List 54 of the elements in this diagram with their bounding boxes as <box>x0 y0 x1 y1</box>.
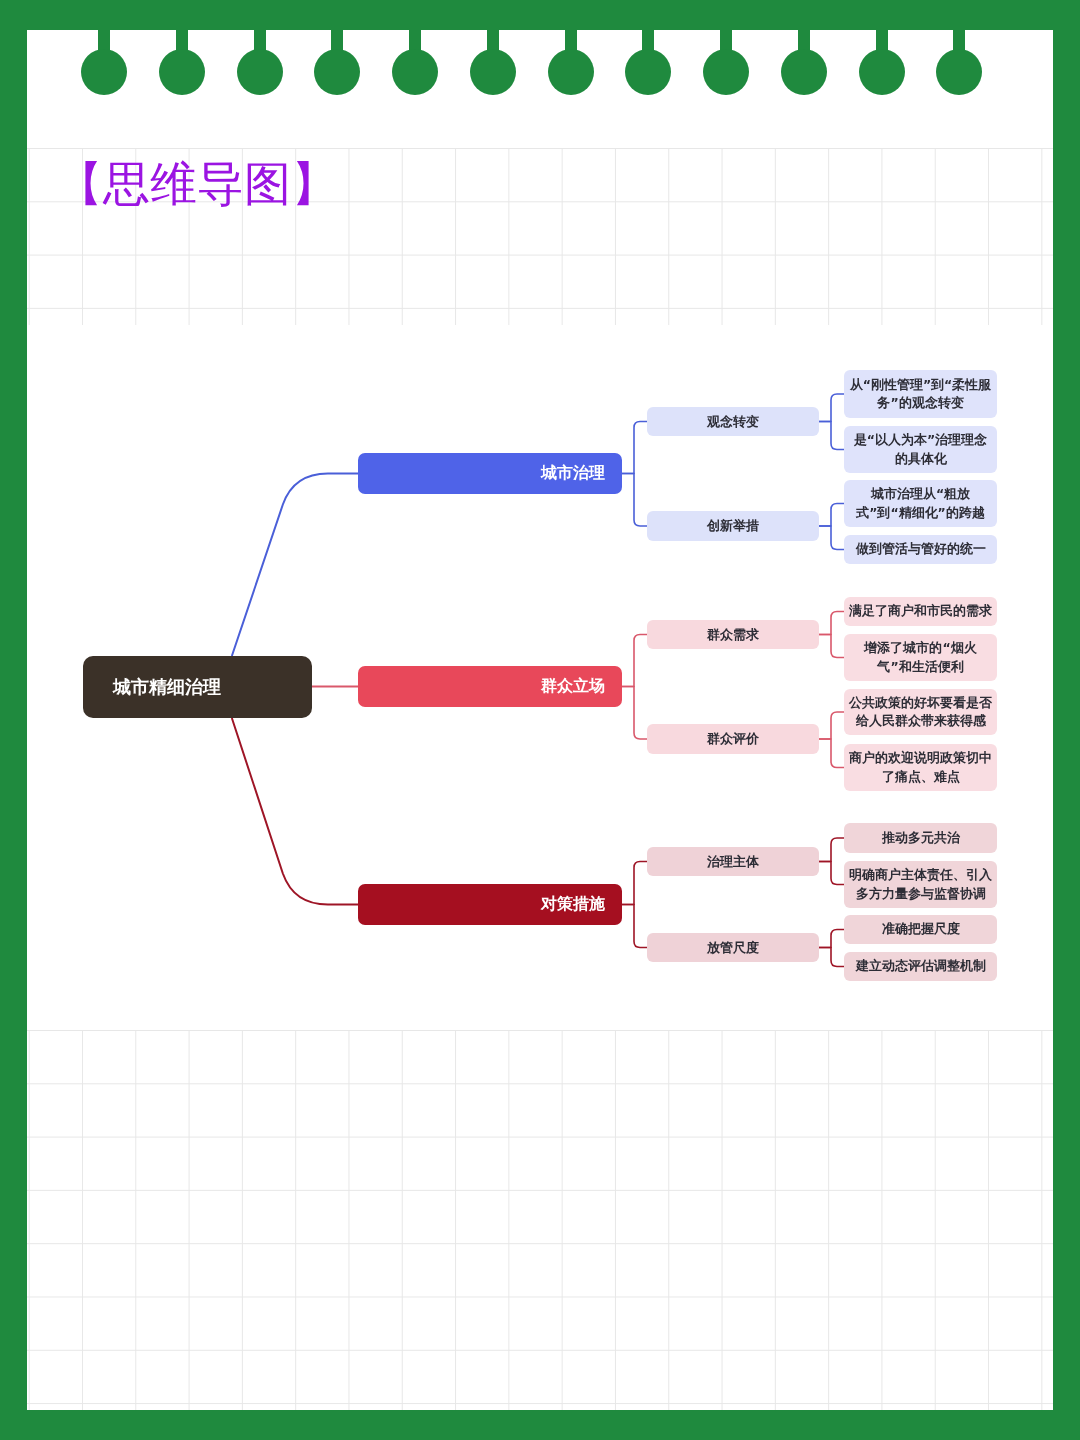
topic-text: 商户的欢迎说明政策切中了痛点、难点 <box>849 749 992 786</box>
connector-line <box>621 472 648 527</box>
connector-line <box>621 685 648 740</box>
detail-topic <box>844 915 997 944</box>
detail-topic <box>844 480 997 527</box>
detail-topic <box>844 952 997 981</box>
topic-text: 做到管活与管好的统一 <box>855 540 986 559</box>
topic-text: 城市治理 <box>541 463 605 484</box>
topic-text: 放管尺度 <box>707 938 759 957</box>
connector-line <box>818 633 845 659</box>
subtopic <box>647 407 819 436</box>
connector-line <box>621 903 648 949</box>
topic-text: 创新举措 <box>707 517 759 535</box>
root-topic <box>83 656 312 718</box>
detail-topic <box>844 597 997 626</box>
subtopic <box>647 847 819 876</box>
connector-line <box>230 472 359 657</box>
detail-topic <box>844 634 997 681</box>
topic-text: 增添了城市的“烟火气”和生活便利 <box>862 639 978 676</box>
topic-text: 群众立场 <box>541 676 605 697</box>
topic-text: 从“刚性管理”到“柔性服务”的观念转变 <box>849 375 992 412</box>
topic-text: 群众需求 <box>707 625 759 644</box>
detail-topic <box>844 426 997 473</box>
topic-text: 明确商户主体责任、引入多方力量参与监督协调 <box>849 866 992 903</box>
subtopic <box>647 933 819 962</box>
detail-topic <box>844 823 997 853</box>
connector-line <box>311 685 359 688</box>
connector-line <box>818 525 845 551</box>
topic-text: 城市治理从“粗放式”到“精细化”的跨越 <box>855 485 986 522</box>
main-topic <box>358 666 622 707</box>
topic-text: 群众评价 <box>707 730 759 748</box>
topic-text: 观念转变 <box>707 412 759 431</box>
connector-line <box>818 946 845 968</box>
detail-topic <box>844 535 997 564</box>
topic-text: 是“以人为本”治理理念的具体化 <box>852 431 989 468</box>
topic-text: 准确把握尺度 <box>881 920 960 939</box>
main-topic <box>358 884 622 925</box>
topic-text: 治理主体 <box>707 852 759 871</box>
subtopic <box>647 620 819 649</box>
subtopic <box>647 511 819 541</box>
detail-topic <box>844 370 997 418</box>
topic-text: 城市精细治理 <box>113 675 221 699</box>
connector-line <box>230 717 359 906</box>
topic-text: 满足了商户和市民的需求 <box>849 602 992 621</box>
subtopic <box>647 724 819 754</box>
connector-line <box>818 420 845 451</box>
connector-line <box>818 738 845 769</box>
topic-text: 建立动态评估调整机制 <box>855 957 986 976</box>
topic-text: 公共政策的好坏要看是否给人民群众带来获得感 <box>849 693 992 730</box>
topic-text: 对策措施 <box>541 894 605 915</box>
topic-text: 推动多元共治 <box>881 828 960 847</box>
diagram-title: 【思维导图】 <box>56 158 338 210</box>
main-topic <box>358 453 622 494</box>
connector-line <box>818 860 845 886</box>
